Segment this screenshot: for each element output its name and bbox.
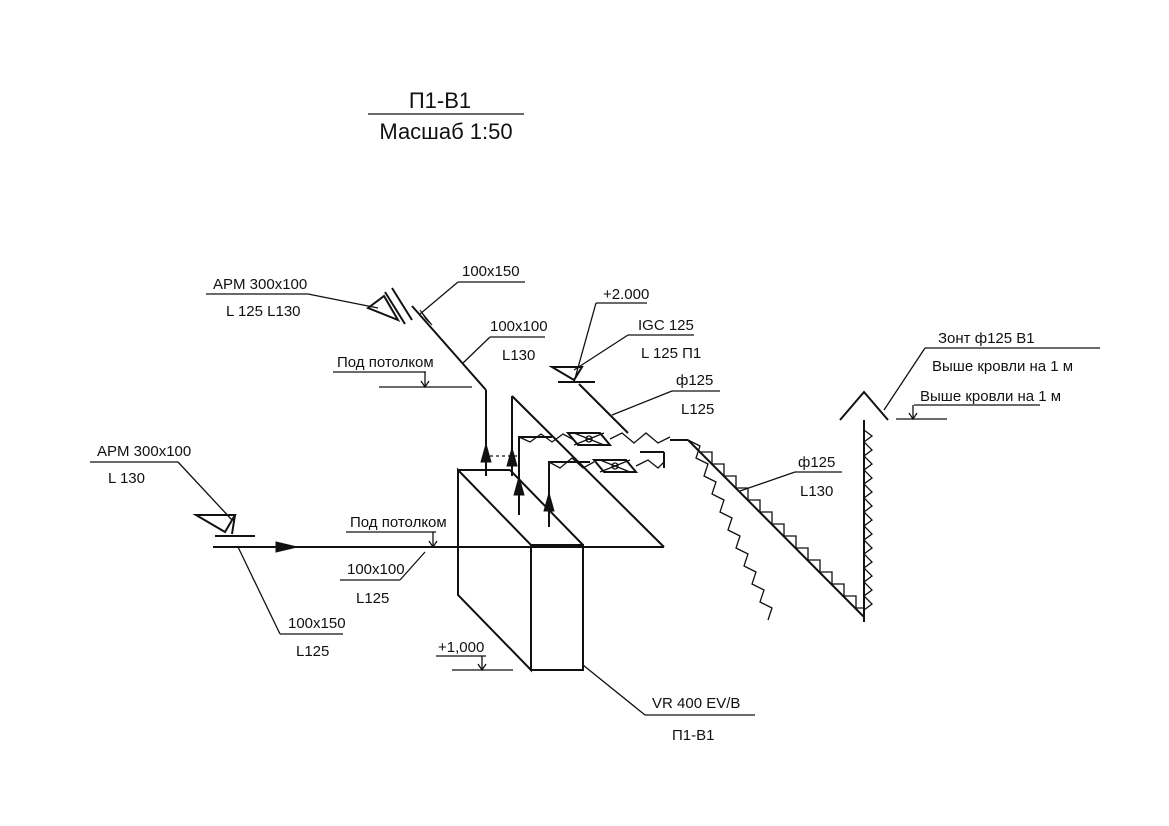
igc-label-2: L 125 П1 <box>641 345 701 362</box>
apm-left-leader <box>177 461 233 521</box>
flex-duct-2 <box>548 457 595 469</box>
flow-arrow-top-icon <box>419 309 433 326</box>
flex-duct-1 <box>518 433 575 443</box>
unit-system-label: П1-В1 <box>672 727 714 744</box>
under-ceiling-mid-arrow-icon <box>428 540 438 549</box>
unit-front-face <box>530 544 584 671</box>
elevation-2000-leader <box>573 302 597 383</box>
branch-ducts <box>490 395 671 548</box>
duct-100x150-bot-label-2: L125 <box>296 643 329 660</box>
duct-100x150-top-leader <box>419 281 459 315</box>
damper-2-icon <box>591 459 639 473</box>
flex-duct-4 <box>635 459 665 469</box>
exhaust-riser-zigzag <box>863 429 874 611</box>
umbrella-level-arrow-icon <box>908 412 918 421</box>
umbrella-labels: Зонт ф125 В1 Выше кровли на 1 м Выше кро… <box>883 330 1100 421</box>
flex-duct-3 <box>609 432 671 444</box>
duct-100x100-mid-label-1: 100x100 <box>347 561 405 578</box>
damper-1-icon <box>565 432 613 446</box>
grille-top-line-1 <box>384 291 406 325</box>
flow-arrow-up-1-icon <box>480 442 492 463</box>
intake-top-left: APM 300x100 L 125 L130 100x150 100x100 L… <box>206 263 548 476</box>
elevation-mark-1000: +1,000 <box>436 639 513 672</box>
unit-model-label: VR 400 EV/B <box>652 695 740 712</box>
title-block: П1-В1 Масшаб 1:50 <box>368 88 524 144</box>
apm-left-label-2: L 130 <box>108 470 145 487</box>
duct-100x100-mid-leader <box>399 551 426 581</box>
umbrella-cap-icon <box>839 390 889 421</box>
duct-100x150-bot-label-1: 100x150 <box>288 615 346 632</box>
elevation-1000-arrow-icon <box>477 663 487 672</box>
umbrella-label-3: Выше кровли на 1 м <box>920 388 1061 405</box>
air-handling-unit: VR 400 EV/B П1-В1 <box>457 467 755 744</box>
umbrella-label-2: Выше кровли на 1 м <box>932 358 1073 375</box>
d125-right-label-1: ф125 <box>798 454 835 471</box>
d125-top-label-1: ф125 <box>676 372 713 389</box>
igc-leader <box>573 334 629 371</box>
flow-arrow-up-3-icon <box>513 475 525 496</box>
igc-inlet: +2.000 IGC 125 L 125 П1 ф125 L125 <box>548 286 720 434</box>
duct-100x100-top-label-2: L130 <box>502 347 535 364</box>
damper-2-center <box>611 462 619 470</box>
under-ceiling-top-arrow-icon <box>420 380 430 389</box>
flow-arrow-up-4-icon <box>543 491 555 512</box>
umbrella-leader <box>883 347 926 411</box>
duct-100x100-top-label-1: 100x100 <box>490 318 548 335</box>
igc-label-1: IGC 125 <box>638 317 694 334</box>
igc-grille-icon <box>548 366 584 382</box>
grille-left-edge <box>231 514 236 535</box>
supply-intake-left: APM 300x100 L 130 100x150 L125 100x100 L… <box>90 443 664 660</box>
flow-arrow-up-2-icon <box>506 446 518 467</box>
exhaust-diagonal <box>687 439 865 618</box>
d125-top-leader <box>611 390 673 416</box>
duct-top-diagonal <box>411 305 487 391</box>
unit-leader-line <box>582 664 646 716</box>
d125-right-label-2: L130 <box>800 483 833 500</box>
elevation-2000-label: +2.000 <box>603 286 649 303</box>
exhaust-flex-steps <box>700 451 864 609</box>
apm-left-label-1: APM 300x100 <box>97 443 191 460</box>
duct-100x100-top-leader <box>462 336 491 364</box>
under-ceiling-top-label: Под потолком <box>337 354 434 371</box>
drawing-title: П1-В1 <box>409 88 471 113</box>
igc-duct-diagonal <box>578 383 629 434</box>
flow-arrow-left-icon <box>275 541 298 553</box>
grille-left-icon <box>192 514 237 534</box>
apm-top-label-1: APM 300x100 <box>213 276 307 293</box>
exhaust-duct: ф125 L130 <box>670 390 889 622</box>
apm-top-leader <box>307 293 379 309</box>
grille-top-line-2 <box>391 287 413 321</box>
duct-100x150-bot-leader <box>237 546 281 635</box>
grille-top-icon <box>365 294 401 323</box>
damper-2-cross-b <box>599 459 631 473</box>
duct-100x100-mid-label-2: L125 <box>356 590 389 607</box>
exhaust-flex-zigzag <box>687 439 773 621</box>
damper-1-center <box>585 435 593 443</box>
under-ceiling-mid-label: Под потолком <box>350 514 447 531</box>
duct-100x150-top-label: 100x150 <box>462 263 520 280</box>
elevation-1000-label: +1,000 <box>438 639 484 656</box>
d125-top-label-2: L125 <box>681 401 714 418</box>
damper-1-cross-b <box>573 432 605 446</box>
d125-right-leader <box>739 471 796 492</box>
drawing-scale: Масшаб 1:50 <box>379 119 512 144</box>
umbrella-label-1: Зонт ф125 В1 <box>938 330 1035 347</box>
branch-diagonal-plane <box>511 395 665 548</box>
apm-top-label-2: L 125 L130 <box>226 303 301 320</box>
